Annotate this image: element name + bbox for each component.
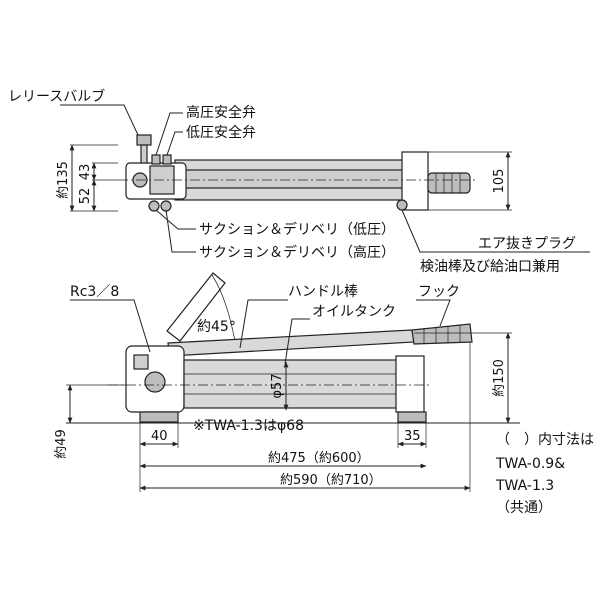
top-tank-end	[401, 151, 429, 211]
dim-approx-49: 約49	[54, 429, 69, 459]
dim-43: 43	[78, 164, 93, 181]
label-handle-bar: ハンドル棒	[288, 284, 358, 300]
leader-suction-low	[155, 209, 196, 230]
label-suction-high: サクション＆デリベリ（高圧）	[199, 244, 395, 261]
label-note: ※TWA-1.3はφ68	[193, 418, 304, 434]
side-valve	[133, 354, 149, 370]
leader-release-valve	[60, 104, 139, 136]
dim-590: 約590（約710）	[280, 473, 382, 488]
raised-handle-phantom	[166, 272, 226, 342]
side-oil-tank	[183, 359, 399, 409]
label-oil-tank: オイルタンク	[312, 304, 396, 320]
dim-approx-150: 約150	[492, 359, 507, 397]
label-release-valve: レリースバルブ	[8, 88, 105, 105]
top-handle-bar	[174, 169, 408, 189]
suction-port-high	[160, 200, 172, 212]
suction-port-low	[148, 200, 160, 212]
dim-40: 40	[151, 429, 168, 444]
leader-suction-high	[165, 209, 196, 253]
label-air-vent-plug: エア抜きプラグ	[478, 236, 576, 252]
low-safety-valve-nub	[162, 154, 172, 165]
legend-line-3: TWA-1.3	[495, 478, 554, 494]
dim-35: 35	[404, 429, 421, 444]
leader-hook	[416, 299, 451, 327]
top-view	[60, 104, 590, 253]
air-vent-plug-dot	[396, 199, 408, 211]
legend-line-2: TWA-0.9&	[495, 456, 565, 472]
legend-line-1: （ ）内寸法は	[496, 432, 594, 448]
leader-high-safety	[155, 112, 183, 156]
leader-handle-bar	[239, 299, 288, 349]
label-port: Rc3／8	[70, 284, 119, 300]
dim-105: 105	[492, 169, 507, 194]
label-suction-low: サクション＆デリベリ（低圧）	[199, 221, 395, 238]
side-base-right	[397, 411, 427, 423]
label-angle: 約45°	[197, 319, 236, 335]
dim-52: 52	[78, 188, 93, 205]
dim-475: 約475（約600）	[268, 451, 370, 466]
release-valve-knob	[136, 134, 152, 146]
release-valve-stem	[140, 144, 148, 164]
side-pump-port	[144, 371, 166, 393]
leader-oil-tank	[284, 318, 310, 365]
angle-arc	[211, 274, 237, 348]
dim-approx-135: 約135	[56, 161, 71, 199]
high-safety-valve-nub	[151, 154, 161, 165]
label-low-safety-valve: 低圧安全弁	[186, 124, 256, 141]
leader-air-vent	[401, 209, 590, 253]
label-hook: フック	[418, 284, 460, 300]
label-high-safety-valve: 高圧安全弁	[186, 104, 256, 121]
side-base-left	[139, 411, 179, 423]
label-dipstick-filler: 検油棒及び給油口兼用	[420, 259, 560, 275]
leader-port	[70, 299, 151, 353]
top-grip	[427, 172, 471, 194]
side-tank-end	[395, 355, 425, 413]
dim-dia57: φ57	[270, 373, 285, 398]
side-view	[66, 272, 520, 492]
side-grip	[411, 323, 473, 345]
leader-low-safety	[166, 131, 183, 156]
legend-line-4: （共通）	[496, 500, 552, 516]
